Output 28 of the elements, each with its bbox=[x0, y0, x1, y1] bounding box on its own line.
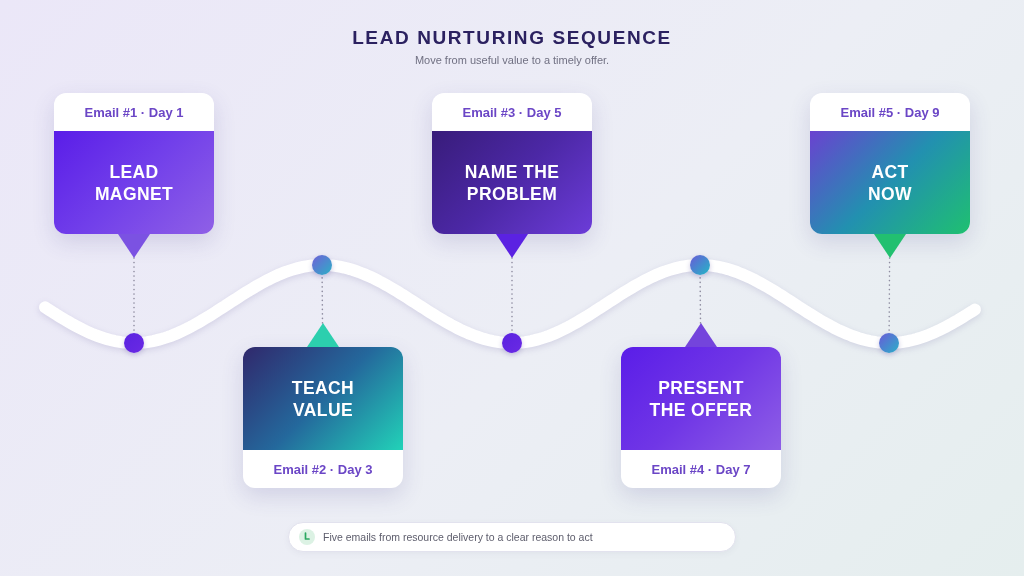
email-day-label: Email #3 · Day 5 bbox=[462, 104, 562, 120]
timeline-dot bbox=[124, 333, 144, 353]
step-title: LEAD MAGNET bbox=[93, 160, 175, 205]
email-day-label: Email #1 · Day 1 bbox=[84, 104, 184, 120]
email-day-label: Email #2 · Day 3 bbox=[273, 461, 373, 477]
timeline-dot bbox=[312, 255, 332, 275]
step-title: TEACH VALUE bbox=[290, 376, 356, 421]
leader-line bbox=[699, 274, 702, 324]
diagram-title: LEAD NURTURING SEQUENCE bbox=[352, 27, 672, 49]
step-title: ACT NOW bbox=[867, 160, 913, 205]
leader-line bbox=[321, 274, 324, 324]
leader-line bbox=[511, 257, 513, 334]
subtitle: Move from useful value to a timely offer. bbox=[414, 54, 610, 66]
step-title: PRESENT THE OFFER bbox=[648, 376, 754, 421]
callout-card bbox=[243, 347, 403, 488]
timeline-dot bbox=[502, 333, 522, 353]
timeline-dot bbox=[879, 333, 899, 353]
timeline-dot bbox=[690, 255, 710, 275]
step-title: NAME THE PROBLEM bbox=[463, 160, 561, 205]
callout-card bbox=[810, 93, 970, 234]
leader-line bbox=[133, 257, 135, 334]
email-day-label: Email #5 · Day 9 bbox=[840, 104, 940, 120]
callout-card bbox=[54, 93, 214, 234]
note-text: Five emails from resource delivery to a clear reason to act bbox=[323, 531, 593, 543]
leader-line bbox=[888, 257, 891, 334]
callout-card bbox=[432, 93, 592, 234]
email-day-label: Email #4 · Day 7 bbox=[651, 461, 751, 477]
callout-card bbox=[621, 347, 781, 488]
